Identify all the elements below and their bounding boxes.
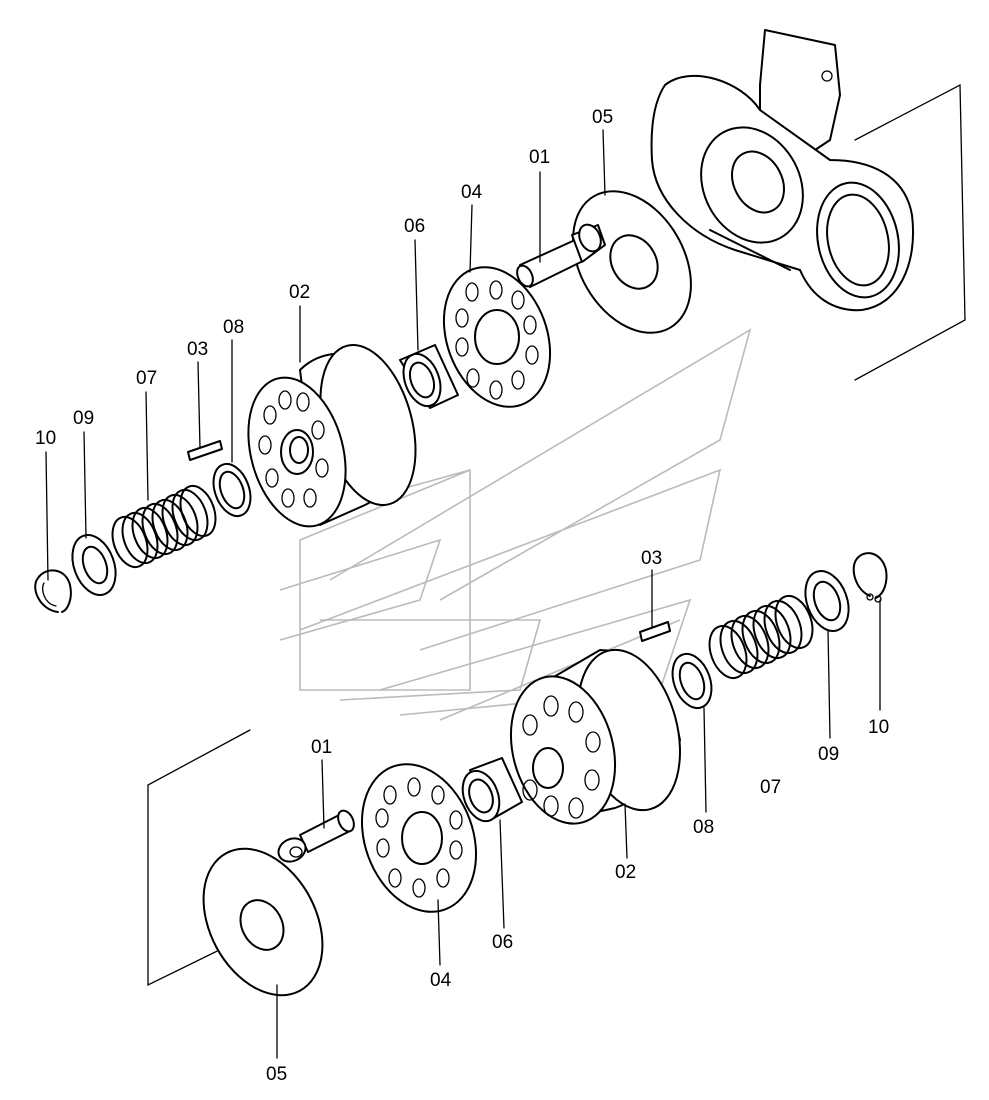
label-bottom-07: 07 xyxy=(760,777,781,798)
label-bottom-05: 05 xyxy=(266,1064,287,1085)
washer-bottom-08 xyxy=(671,652,713,710)
label-top-10: 10 xyxy=(35,428,56,449)
retainer-plate-top xyxy=(442,266,552,408)
spring-top xyxy=(111,484,217,569)
label-top-03: 03 xyxy=(187,339,208,360)
swash-plate-top xyxy=(572,190,692,334)
label-top-07: 07 xyxy=(136,368,157,389)
cylinder-block-bottom xyxy=(509,648,681,825)
label-bottom-10: 10 xyxy=(868,717,889,738)
label-top-05: 05 xyxy=(592,107,613,128)
snap-ring-top xyxy=(34,569,72,613)
pump-housing xyxy=(650,29,914,312)
label-bottom-04: 04 xyxy=(430,970,452,991)
swash-plate-bottom xyxy=(202,847,324,997)
retainer-plate-bottom xyxy=(360,763,478,913)
label-bottom-06: 06 xyxy=(492,932,513,953)
label-top-06: 06 xyxy=(404,216,425,237)
label-bottom-08: 08 xyxy=(693,817,714,838)
label-bottom-03: 03 xyxy=(641,548,662,569)
label-top-02: 02 xyxy=(289,282,310,303)
snap-ring-bottom xyxy=(852,552,888,603)
part-labels-top: 05 01 04 06 02 08 03 07 09 10 xyxy=(35,107,613,449)
pin-top xyxy=(516,223,606,288)
key-bottom xyxy=(639,621,671,642)
label-top-08: 08 xyxy=(223,317,244,338)
part-labels-bottom: 03 10 09 07 08 02 06 04 01 05 xyxy=(266,548,889,1085)
label-top-04: 04 xyxy=(461,182,483,203)
bushing-bottom xyxy=(461,757,523,823)
leader-lines xyxy=(45,129,881,1059)
shim-bottom xyxy=(804,570,850,632)
label-top-01: 01 xyxy=(529,147,550,168)
cylinder-block-top xyxy=(247,343,417,528)
bottom-bracket-line xyxy=(147,729,251,987)
cylinder-bores-bottom xyxy=(522,695,601,819)
shim-top xyxy=(71,534,117,596)
pin-bottom xyxy=(277,809,355,863)
bushing-top xyxy=(399,344,459,409)
label-bottom-02: 02 xyxy=(615,862,636,883)
label-top-09: 09 xyxy=(73,408,94,429)
key-top xyxy=(187,440,223,461)
spring-bottom xyxy=(708,594,814,680)
label-bottom-01: 01 xyxy=(311,737,332,758)
retainer-holes-top xyxy=(455,280,539,400)
washer-top-08 xyxy=(212,462,252,518)
label-bottom-09: 09 xyxy=(818,744,839,765)
housing-bracket-line xyxy=(854,83,966,381)
cylinder-bores-top xyxy=(258,390,329,508)
retainer-holes-bottom xyxy=(375,777,463,898)
